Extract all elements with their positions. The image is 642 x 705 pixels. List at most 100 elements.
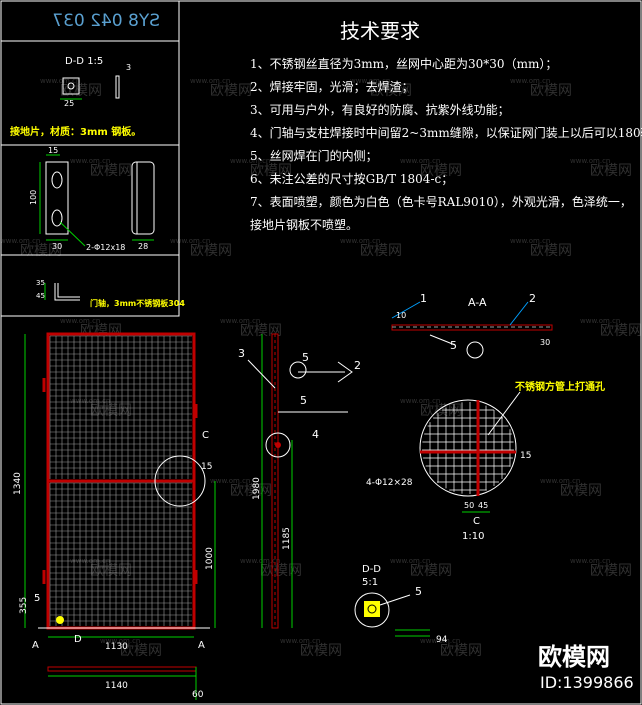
- watermark-tile: 欧模网: [90, 163, 132, 179]
- watermark-tile: 欧模网: [230, 483, 272, 499]
- section-aa-dim-10: 10: [396, 311, 406, 320]
- watermark-tile: 欧模网: [360, 243, 402, 259]
- side-dim-1980: 1980: [252, 477, 262, 500]
- front-dim-1000: 1000: [205, 547, 215, 570]
- watermark-tile: 欧模网: [260, 563, 302, 579]
- front-callout-d: D: [74, 634, 82, 645]
- side-label-2: 2: [354, 359, 361, 372]
- watermark-id: ID:1399866: [540, 673, 634, 692]
- hinge-dim-100: 100: [29, 190, 38, 205]
- watermark-tile: 欧模网: [90, 403, 132, 419]
- watermark-site: www.om.cn: [70, 397, 110, 405]
- watermark-tile: 欧模网: [530, 83, 572, 99]
- hinge-dim-35: 35: [36, 279, 45, 287]
- front-dim-1140: 1140: [105, 681, 128, 691]
- front-dim-15: 15: [201, 462, 212, 472]
- detail-dd-big-label-5: 5: [415, 585, 422, 598]
- hinge-dim-30: 30: [52, 242, 62, 251]
- watermark-tile: 欧模网: [420, 163, 462, 179]
- watermark-tile: 欧模网: [600, 323, 642, 339]
- wire-mesh: [49, 335, 192, 626]
- watermark-site: www.om.cn: [510, 237, 550, 245]
- hinge-note: 门轴，3mm不锈钢板304: [90, 298, 185, 308]
- watermark-tile: 欧模网: [560, 483, 602, 499]
- tech-req-item: 6、未注公差的尺寸按GB/T 1804-c；: [250, 171, 453, 186]
- watermark-site: www.om.cn: [390, 557, 430, 565]
- watermark-site: www.om.cn: [70, 157, 110, 165]
- side-view: 1980 1185 3 5 2 5 4: [238, 333, 361, 629]
- watermark-site: www.om.cn: [570, 557, 610, 565]
- watermark-tile: 欧模网: [440, 643, 482, 659]
- tech-req-item: 5、丝网焊在门的内侧；: [250, 148, 378, 163]
- watermark-site: www.om.cn: [190, 77, 230, 85]
- detail-dd-big-scale: 5:1: [362, 577, 378, 588]
- section-aa-title: A-A: [468, 296, 487, 309]
- side-label-5a: 5: [302, 351, 309, 364]
- watermark-site: www.om.cn: [240, 557, 280, 565]
- hinge-dim-15: 15: [48, 146, 58, 155]
- detail-c-dim-45: 45: [478, 501, 488, 510]
- tech-req-item: 7、表面喷塑，颜色为白色（色卡号RAL9010），外观光滑，色泽统一，: [250, 194, 632, 209]
- front-section-a-left: A: [32, 640, 39, 651]
- title-block-code: SY8 042 037: [52, 11, 160, 31]
- hinge-dim-45: 45: [36, 292, 45, 300]
- section-aa-dim-30: 30: [540, 338, 550, 347]
- watermark-layer: 欧模网www.om.cn欧模网www.om.cn欧模网www.om.cn欧模网w…: [0, 77, 642, 659]
- front-dim-355: 355: [19, 597, 29, 614]
- watermark-site: www.om.cn: [230, 157, 270, 165]
- watermark-tile: 欧模网: [590, 563, 632, 579]
- watermark-site: www.om.cn: [570, 157, 610, 165]
- watermark-tile: 欧模网: [250, 163, 292, 179]
- tech-requirements: 技术要求 1、不锈钢丝直径为3mm，丝网中心距为30*30（mm）；2、焊接牢固…: [250, 19, 642, 232]
- watermark-site: www.om.cn: [170, 237, 210, 245]
- watermark-site: www.om.cn: [510, 77, 550, 85]
- watermark-brand: 欧模网: [538, 643, 610, 671]
- detail-c-holes: 4-Φ12×28: [366, 478, 413, 488]
- detail-dd-big: D-D 5:1 5 94: [354, 564, 448, 645]
- watermark-tile: 欧模网: [240, 323, 282, 339]
- detail-dd-big-title: D-D: [362, 564, 381, 575]
- section-aa: A-A 1 2 10 5 30: [391, 292, 553, 359]
- watermark-site: www.om.cn: [350, 77, 390, 85]
- detail-c-dim-50: 50: [464, 501, 474, 510]
- front-view: 1340 1000 355 1130 1140 60 C 15 5 D A A: [13, 332, 216, 700]
- detail-c-dim-15: 15: [520, 451, 531, 461]
- front-label-5: 5: [34, 593, 40, 604]
- hinge-detail: 15 100 30 28 2-Φ12x18 35 45 门轴，3mm不锈钢板30…: [29, 146, 185, 308]
- side-label-3: 3: [238, 347, 245, 360]
- detail-dd-small-title: D-D 1:5: [65, 56, 103, 67]
- front-dim-60: 60: [192, 690, 204, 700]
- section-aa-label-1: 1: [420, 292, 427, 305]
- front-dim-1340: 1340: [13, 472, 23, 495]
- detail-c: 不锈钢方管上打通孔 4-Φ12×28 15 50 45 C 1:10: [366, 380, 605, 542]
- section-aa-label-2: 2: [529, 292, 536, 305]
- watermark-tile: 欧模网: [120, 643, 162, 659]
- watermark-site: www.om.cn: [420, 637, 460, 645]
- watermark-site: www.om.cn: [580, 317, 620, 325]
- hinge-hole-callout: 2-Φ12x18: [86, 243, 125, 252]
- dd-small-dim-25: 25: [64, 99, 74, 108]
- watermark-site: www.om.cn: [60, 317, 100, 325]
- watermark-tile: 欧模网: [530, 243, 572, 259]
- watermark-tile: 欧模网: [210, 83, 252, 99]
- section-aa-label-5: 5: [450, 339, 457, 352]
- watermark-tile: 欧模网: [420, 403, 462, 419]
- watermark-tile: 欧模网: [90, 563, 132, 579]
- watermark-site: www.om.cn: [210, 477, 250, 485]
- side-label-4: 4: [312, 428, 319, 441]
- tech-req-item: 1、不锈钢丝直径为3mm，丝网中心距为30*30（mm）；: [250, 56, 557, 71]
- side-label-5b: 5: [300, 394, 307, 407]
- watermark-site: www.om.cn: [0, 237, 40, 245]
- watermark-site: www.om.cn: [400, 397, 440, 405]
- detail-c-title: C: [473, 516, 480, 527]
- watermark-tile: 欧模网: [300, 643, 342, 659]
- watermark-site: www.om.cn: [400, 157, 440, 165]
- watermark-tile: 欧模网: [590, 163, 632, 179]
- side-dim-1185: 1185: [282, 527, 292, 550]
- front-dim-1130: 1130: [105, 642, 128, 652]
- detail-dd-small: D-D 1:5 25 3 接地片，材质：3mm 钢板。: [10, 56, 141, 138]
- detail-dd-big-dim-94: 94: [436, 635, 448, 645]
- detail-c-scale: 1:10: [462, 531, 484, 542]
